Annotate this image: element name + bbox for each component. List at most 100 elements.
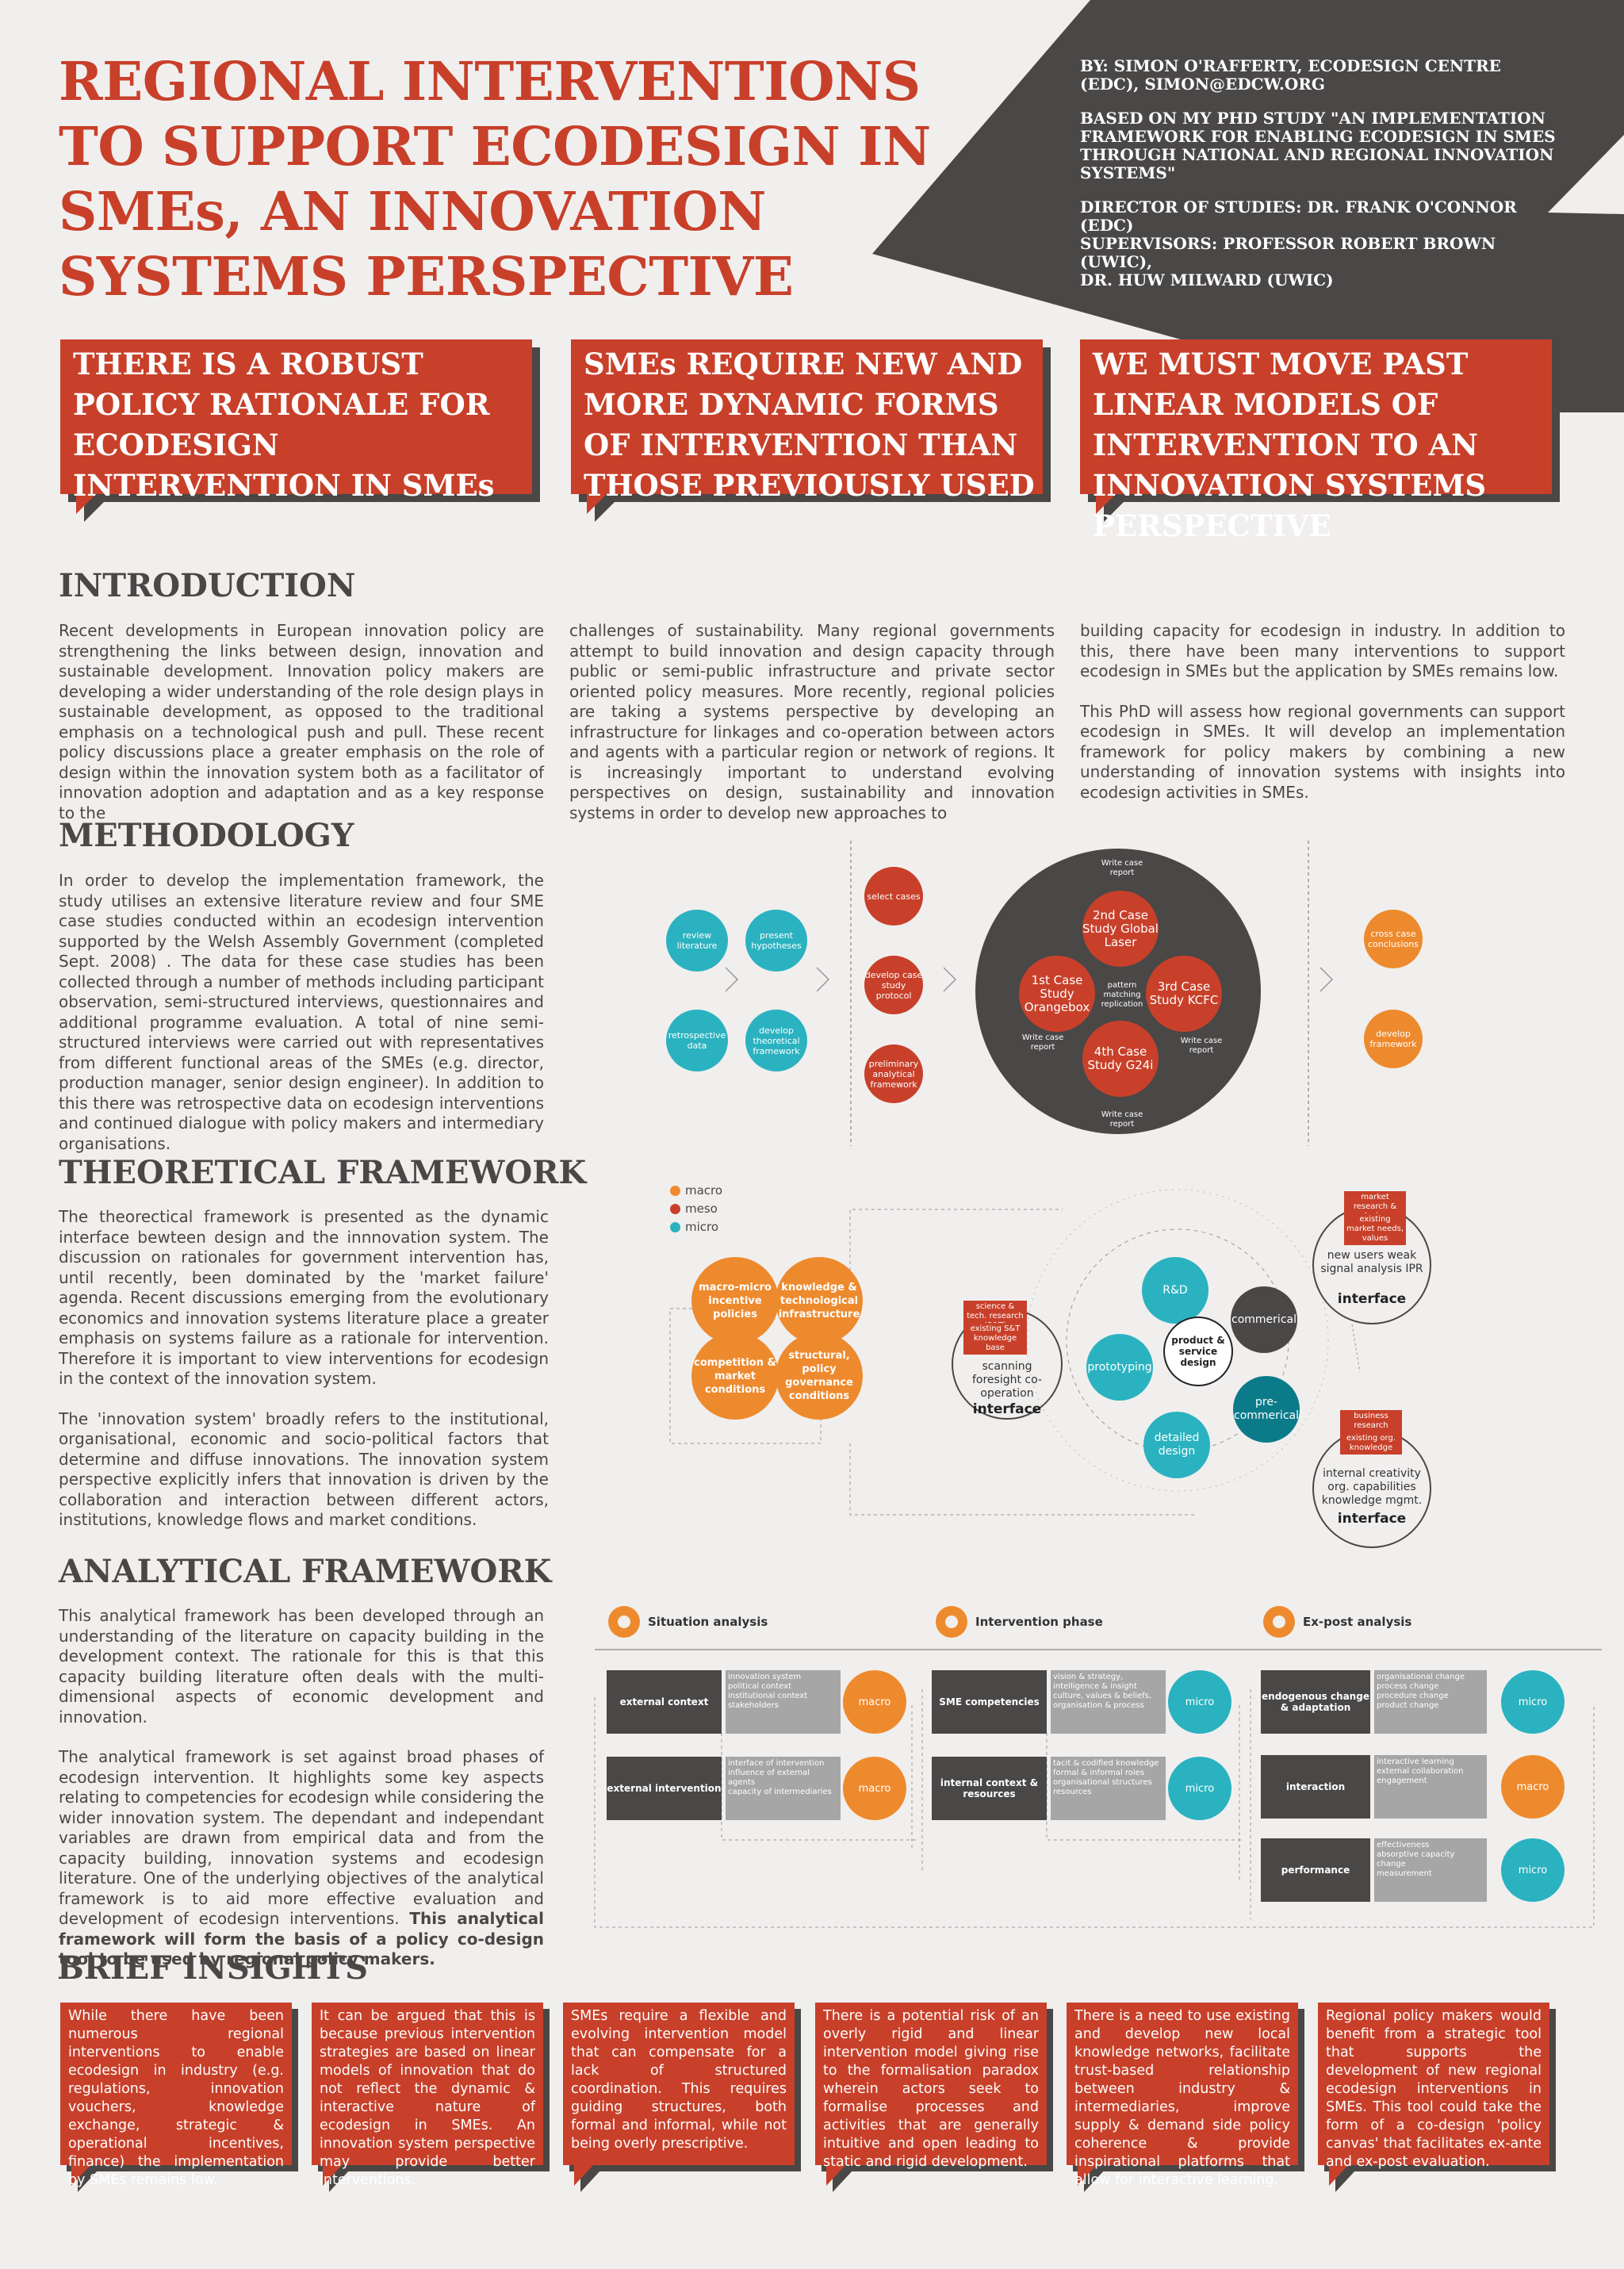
legend-macro-label: macro: [685, 1183, 723, 1198]
insight-card-4: There is a potential risk of an overly r…: [815, 2003, 1047, 2192]
row-external-intervention-level: macro: [843, 1757, 906, 1820]
introduction-heading: INTRODUCTION: [59, 567, 356, 604]
write-report-right: Write case report: [1180, 1037, 1223, 1055]
row-endogenous-change: endogenous change & adaptation: [1261, 1670, 1370, 1734]
cross-case-conclusions-node: cross case conclusions: [1364, 910, 1423, 968]
methodology-heading: METHODOLOGY: [59, 817, 354, 854]
row-external-intervention: external intervention: [607, 1757, 722, 1820]
row-interaction-level: macro: [1501, 1755, 1565, 1819]
phase-situation: Situation analysis: [648, 1615, 768, 1629]
insight-1-text: While there have been numerous regional …: [68, 2008, 284, 2188]
develop-framework-node: develop framework: [1364, 1010, 1423, 1068]
select-cases-node: select cases: [864, 867, 923, 926]
theoretical-p2: The 'innovation system' broadly refers t…: [59, 1409, 549, 1530]
theory-legend: macro meso micro: [670, 1182, 722, 1236]
legend-meso: meso: [670, 1200, 722, 1218]
insight-card-2: It can be argued that this is because pr…: [312, 2003, 543, 2192]
knowledge-infrastructure-node: knowledge & technological infrastructure: [776, 1257, 863, 1344]
interface-left-label: interface: [972, 1401, 1042, 1417]
row-sme-competencies-detail: vision & strategy, intelligence & insigh…: [1051, 1670, 1166, 1734]
introduction-col3-p1: building capacity for ecodesign in indus…: [1080, 621, 1565, 680]
interface-left-text: scanning foresight co-operation: [971, 1360, 1042, 1400]
analytical-text: This analytical framework has been devel…: [59, 1606, 544, 1970]
introduction-col3: building capacity for ecodesign in indus…: [1080, 621, 1565, 803]
interface-bottom-tag2: existing org. knowledge: [1340, 1432, 1402, 1455]
methodology-connectors: [725, 841, 1334, 1146]
row-performance-level: micro: [1501, 1838, 1565, 1902]
legend-micro-label: micro: [685, 1220, 719, 1234]
insights-heading: BRIEF INSIGHTS: [57, 1949, 369, 1987]
insight-3-text: SMEs require a flexible and evolving int…: [571, 2008, 787, 2152]
preliminary-framework-node: preliminary analytical framework: [864, 1044, 923, 1103]
phd-basis: BASED ON MY PHD STUDY "AN IMPLEMENTATION…: [1080, 109, 1556, 182]
row-internal-context: internal context & resources: [932, 1757, 1047, 1820]
insight-5-text: There is a need to use existing and deve…: [1074, 2008, 1290, 2188]
insight-card-3: SMEs require a flexible and evolving int…: [563, 2003, 795, 2192]
analytical-heading: ANALYTICAL FRAMEWORK: [59, 1553, 552, 1590]
insight-2-text: It can be argued that this is because pr…: [320, 2008, 535, 2188]
analytical-p2-text: The analytical framework is set against …: [59, 1747, 544, 1928]
introduction-col1: Recent developments in European innovati…: [59, 621, 544, 822]
structural-governance-node: structural, policy governance conditions: [776, 1332, 863, 1420]
introduction-col2: challenges of sustainability. Many regio…: [569, 621, 1055, 822]
banner-1-text: THERE IS A ROBUST POLICY RATIONALE FOR E…: [73, 347, 495, 503]
interface-bottom-label: interface: [1337, 1511, 1407, 1527]
theoretical-heading: THEORETICAL FRAMEWORK: [59, 1154, 587, 1191]
banner-1: THERE IS A ROBUST POLICY RATIONALE FOR E…: [60, 339, 540, 522]
retrospective-data-node: retrospective data: [666, 1010, 728, 1071]
interface-bottom-tag1: business research: [1340, 1410, 1402, 1432]
row-internal-context-detail: tacit & codified knowledge formal & info…: [1051, 1757, 1166, 1820]
legend-meso-label: meso: [685, 1202, 718, 1216]
macro-micro-incentive-node: macro-micro incentive policies: [691, 1257, 779, 1344]
interface-top-label: interface: [1337, 1291, 1407, 1307]
legend-macro: macro: [670, 1182, 722, 1200]
banner-3-text: WE MUST MOVE PAST LINEAR MODELS OF INTER…: [1093, 347, 1487, 543]
case-study-2-node: 2nd Case Study Global Laser: [1082, 891, 1159, 967]
insight-6-text: Regional policy makers would benefit fro…: [1326, 2008, 1542, 2170]
case-study-protocol-node: develop case study protocol: [864, 956, 923, 1014]
introduction-col3-p2: This PhD will assess how regional govern…: [1080, 701, 1565, 802]
header-corner-shape: [872, 0, 1624, 412]
row-external-context: external context: [607, 1670, 722, 1734]
analytical-diagram: Situation analysis Intervention phase Ex…: [591, 1602, 1606, 1935]
row-external-intervention-detail: interface of intervention influence of e…: [726, 1757, 841, 1820]
analytical-p2: The analytical framework is set against …: [59, 1747, 544, 1970]
banner-2: SMEs REQUIRE NEW AND MORE DYNAMIC FORMS …: [571, 339, 1051, 522]
theoretical-p1: The theorectical framework is presented …: [59, 1207, 549, 1388]
product-service-design-node: product & service design: [1163, 1317, 1233, 1386]
insight-4-text: There is a potential risk of an overly r…: [823, 2008, 1039, 2170]
write-report-top: Write case report: [1101, 859, 1143, 877]
phase-ex-post: Ex-post analysis: [1303, 1615, 1412, 1629]
develop-theoretical-framework-node: develop theoretical framework: [745, 1010, 807, 1071]
case-study-1-node: 1st Case Study Orangebox: [1019, 956, 1095, 1032]
row-endogenous-change-detail: organisational change process change pro…: [1374, 1670, 1487, 1734]
case-study-4-node: 4th Case Study G24i: [1082, 1021, 1159, 1097]
phase-intervention: Intervention phase: [975, 1615, 1103, 1629]
row-external-context-level: macro: [843, 1670, 906, 1734]
insight-card-6: Regional policy makers would benefit fro…: [1318, 2003, 1549, 2192]
interface-top-tag2: existing market needs, values: [1344, 1213, 1406, 1245]
row-endogenous-change-level: micro: [1501, 1670, 1565, 1734]
insight-card-5: There is a need to use existing and deve…: [1067, 2003, 1298, 2192]
methodology-diagram: review literature present hypotheses ret…: [650, 837, 1602, 1154]
pre-commercial-node: pre-commerical: [1233, 1376, 1300, 1443]
row-performance-detail: effectiveness absorptive capacity change…: [1374, 1838, 1487, 1902]
row-sme-competencies-level: micro: [1168, 1670, 1231, 1734]
supervisors: DIRECTOR OF STUDIES: DR. FRANK O'CONNOR …: [1080, 197, 1517, 289]
commercial-node: commerical: [1231, 1286, 1297, 1353]
legend-micro: micro: [670, 1218, 722, 1236]
row-sme-competencies: SME competencies: [932, 1670, 1047, 1734]
write-report-bottom: Write case report: [1101, 1110, 1143, 1129]
pattern-matching-label: pattern matching replication: [1101, 981, 1143, 1009]
row-interaction-detail: interactive learning external collaborat…: [1374, 1755, 1487, 1819]
interface-bottom-text: internal creativity org. capabilities kn…: [1321, 1467, 1423, 1507]
analytical-p2-bold: This analytical framework will form the …: [59, 1909, 544, 1968]
row-interaction: interaction: [1261, 1755, 1370, 1819]
poster-title: REGIONAL INTERVENTIONS TO SUPPORT ECODES…: [59, 50, 931, 308]
prototyping-node: prototyping: [1086, 1334, 1153, 1401]
present-hypotheses-node: present hypotheses: [745, 910, 807, 972]
author-byline: BY: SIMON O'RAFFERTY, ECODESIGN CENTRE (…: [1080, 56, 1501, 94]
insight-card-1: While there have been numerous regional …: [60, 2003, 292, 2192]
row-internal-context-level: micro: [1168, 1757, 1231, 1820]
banner-3: WE MUST MOVE PAST LINEAR MODELS OF INTER…: [1080, 339, 1560, 543]
